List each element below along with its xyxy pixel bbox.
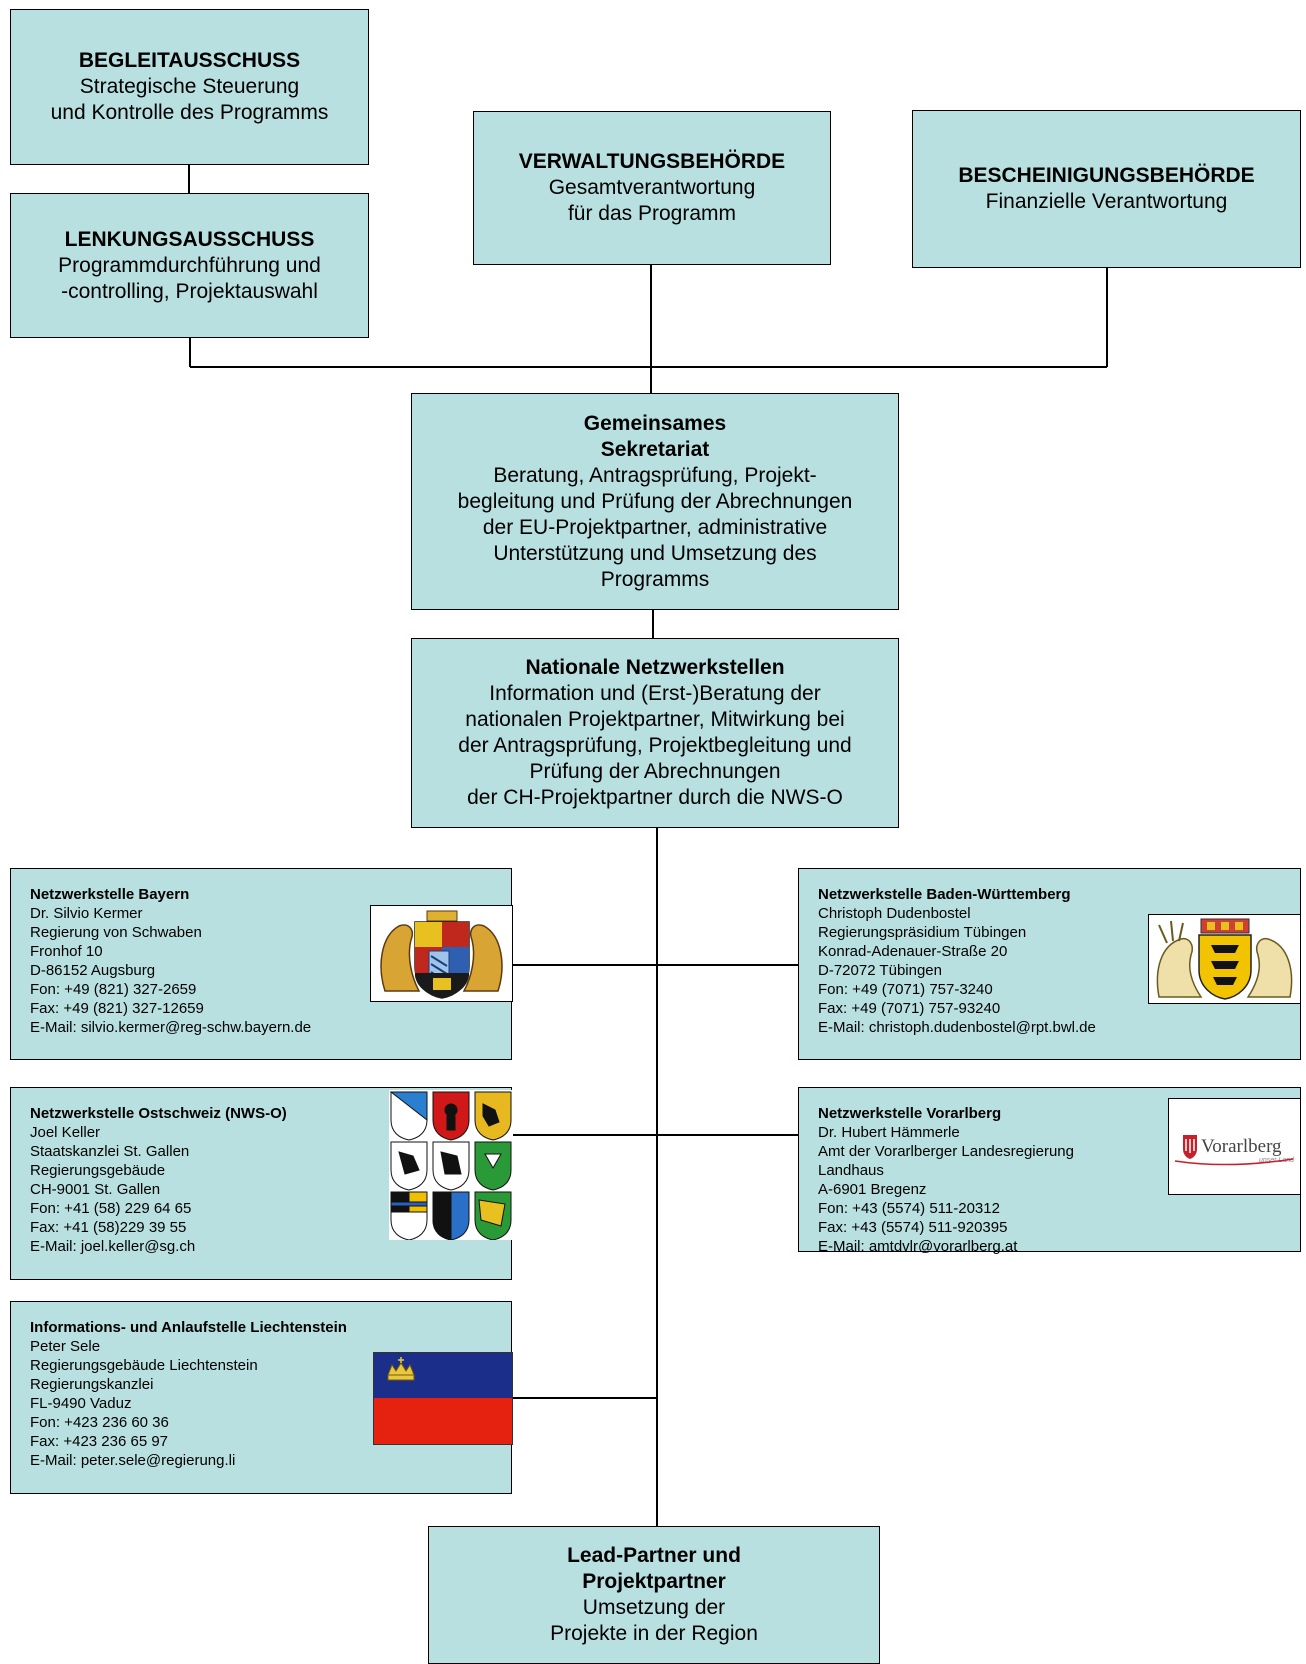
contact-line: Konrad-Adenauer-Straße 20 bbox=[818, 943, 1008, 960]
contact-line: Fax: +423 236 65 97 bbox=[30, 1433, 169, 1450]
box-title: Gemeinsames Sekretariat bbox=[583, 411, 727, 461]
contact-line: FL-9490 Vaduz bbox=[30, 1395, 132, 1412]
contact-line: Dr. Silvio Kermer bbox=[30, 905, 143, 922]
box-title: Lead-Partner und Projektpartner bbox=[567, 1544, 741, 1593]
contact-line: Regierungspräsidium Tübingen bbox=[818, 924, 1027, 941]
bescheinigungsbehoerde-box: BESCHEINIGUNGSBEHÖRDE Finanzielle Verant… bbox=[912, 110, 1301, 268]
contact-title: Netzwerkstelle Ostschweiz (NWS-O) bbox=[30, 1105, 287, 1122]
box-text: Information und (Erst-)Beratung der nati… bbox=[458, 682, 852, 809]
contact-email[interactable]: E-Mail: peter.sele@regierung.li bbox=[30, 1452, 236, 1469]
box-text: Gesamtverantwortung für das Programm bbox=[548, 176, 756, 225]
verwaltungsbehoerde-box: VERWALTUNGSBEHÖRDE Gesamtverantwortung f… bbox=[473, 111, 831, 265]
contact-line: Fronhof 10 bbox=[30, 943, 103, 960]
contact-title: Informations- und Anlaufstelle Liechtens… bbox=[30, 1319, 347, 1336]
begleitausschuss-box: BEGLEITAUSSCHUSS Strategische Steuerung … bbox=[10, 9, 369, 165]
contact-email[interactable]: E-Mail: amtdvlr@vorarlberg.at bbox=[818, 1238, 1018, 1255]
contact-line: D-72072 Tübingen bbox=[818, 962, 942, 979]
contact-line: D-86152 Augsburg bbox=[30, 962, 156, 979]
swiss-canton-coats-of-arms-icon bbox=[389, 1090, 513, 1240]
contact-line: Christoph Dudenbostel bbox=[818, 905, 971, 922]
contact-line: Regierungsgebäude Liechtenstein bbox=[30, 1357, 258, 1374]
contact-line: Dr. Hubert Hämmerle bbox=[818, 1124, 960, 1141]
box-title: BESCHEINIGUNGSBEHÖRDE bbox=[958, 164, 1255, 187]
contact-email[interactable]: E-Mail: silvio.kermer@reg-schw.bayern.de bbox=[30, 1019, 312, 1036]
box-text: Umsetzung der Projekte in der Region bbox=[550, 1596, 758, 1645]
contact-line: A-6901 Bregenz bbox=[818, 1181, 927, 1198]
contact-line: Fax: +43 (5574) 511-920395 bbox=[818, 1219, 1008, 1236]
contact-line: Fax: +49 (7071) 757-93240 bbox=[818, 1000, 1001, 1017]
contact-line: Fon: +43 (5574) 511-20312 bbox=[818, 1200, 1000, 1217]
contact-email[interactable]: E-Mail: christoph.dudenbostel@rpt.bwl.de bbox=[818, 1019, 1096, 1036]
box-text: Programmdurchführung und -controlling, P… bbox=[58, 253, 321, 303]
box-title: LENKUNGSAUSSCHUSS bbox=[64, 227, 315, 251]
sekretariat-box: Gemeinsames Sekretariat Beratung, Antrag… bbox=[411, 393, 899, 610]
contact-email[interactable]: E-Mail: joel.keller@sg.ch bbox=[30, 1238, 196, 1255]
vorarlberg-logo-icon: Vorarlberg unser Land bbox=[1168, 1098, 1301, 1195]
vorarlberg-logo-text: Vorarlberg bbox=[1201, 1136, 1282, 1157]
lenkungsausschuss-box: LENKUNGSAUSSCHUSS Programmdurchführung u… bbox=[10, 193, 369, 338]
contact-line: Fon: +49 (821) 327-2659 bbox=[30, 981, 197, 998]
contact-line: Fon: +41 (58) 229 64 65 bbox=[30, 1200, 192, 1217]
baden-wuerttemberg-coat-of-arms-icon bbox=[1148, 914, 1301, 1004]
contact-line: Regierungskanzlei bbox=[30, 1376, 154, 1393]
contact-title: Netzwerkstelle Baden-Württemberg bbox=[818, 886, 1071, 903]
box-title: Nationale Netzwerkstellen bbox=[525, 656, 785, 679]
contact-line: Fax: +49 (821) 327-12659 bbox=[30, 1000, 204, 1017]
contact-line: Regierung von Schwaben bbox=[30, 924, 202, 941]
netzwerkstellen-box: Nationale Netzwerkstellen Information un… bbox=[411, 638, 899, 828]
lead-partner-box: Lead-Partner und Projektpartner Umsetzun… bbox=[428, 1526, 880, 1664]
contact-line: Regierungsgebäude bbox=[30, 1162, 166, 1179]
bavaria-coat-of-arms-icon bbox=[370, 905, 513, 1002]
contact-line: CH-9001 St. Gallen bbox=[30, 1181, 161, 1198]
contact-line: Fon: +49 (7071) 757-3240 bbox=[818, 981, 993, 998]
contact-line: Amt der Vorarlberger Landesregierung bbox=[818, 1143, 1074, 1160]
box-title: VERWALTUNGSBEHÖRDE bbox=[518, 150, 786, 173]
contact-title: Netzwerkstelle Bayern bbox=[30, 886, 190, 903]
contact-line: Fax: +41 (58)229 39 55 bbox=[30, 1219, 187, 1236]
contact-title: Netzwerkstelle Vorarlberg bbox=[818, 1105, 1002, 1122]
box-title: BEGLEITAUSSCHUSS bbox=[78, 49, 301, 72]
contact-line: Landhaus bbox=[818, 1162, 884, 1179]
contact-line: Joel Keller bbox=[30, 1124, 101, 1141]
liechtenstein-flag-icon bbox=[373, 1352, 513, 1445]
contact-line: Peter Sele bbox=[30, 1338, 101, 1355]
box-text: Strategische Steuerung und Kontrolle des… bbox=[50, 75, 329, 124]
contact-line: Staatskanzlei St. Gallen bbox=[30, 1143, 190, 1160]
contact-line: Fon: +423 236 60 36 bbox=[30, 1414, 169, 1431]
box-text: Beratung, Antragsprüfung, Projekt- begle… bbox=[457, 463, 853, 591]
box-text: Finanzielle Verantwortung bbox=[985, 190, 1228, 213]
